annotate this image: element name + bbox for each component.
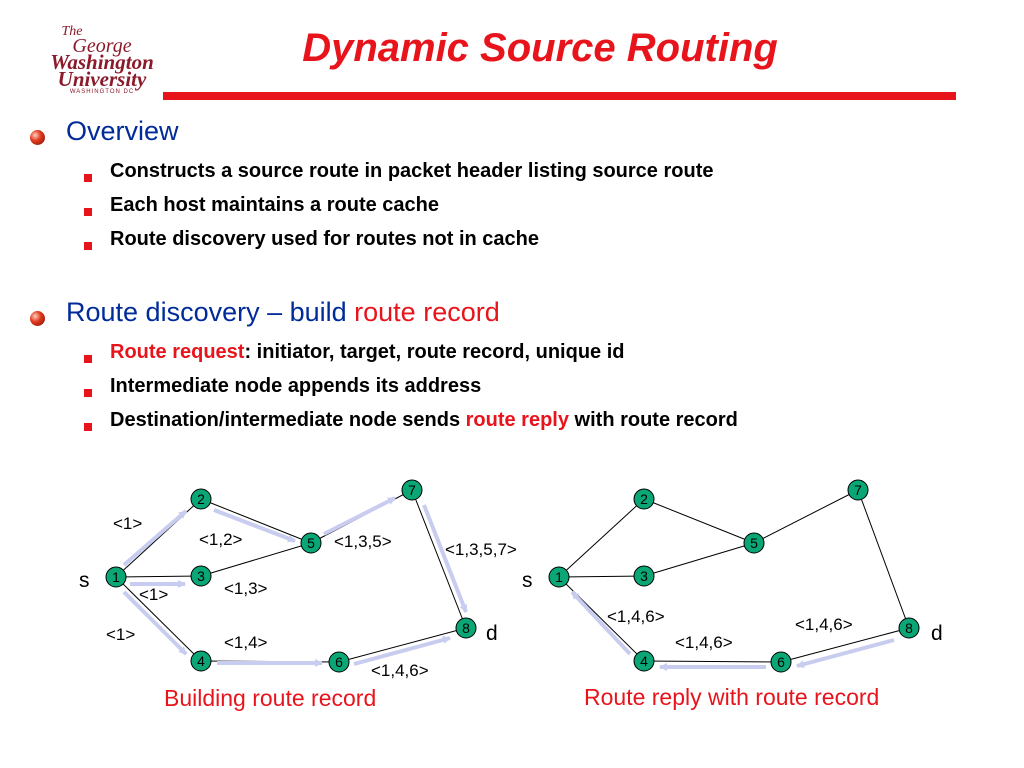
node-r6: 6 [770,651,792,673]
edge-label: <1,3> [224,579,268,598]
overview-item-1: Constructs a source route in packet head… [110,160,714,182]
discovery-heading-part1: Route discovery – build [66,297,355,327]
discovery-item-1: Route request: initiator, target, route … [110,341,625,364]
edge-label: <1,3,5> [334,532,392,551]
node-l7: 7 [401,479,423,501]
edge-label: <1> [139,585,168,604]
logo-line-3: Washington [50,50,154,74]
edge-label: <1> [113,514,142,533]
discovery-item-3-part2: with route record [568,409,738,431]
node-l4: 4 [190,650,212,672]
svg-text:6: 6 [777,654,785,670]
svg-text:5: 5 [750,535,758,551]
edge-label: <1> [106,625,135,644]
edge-label: <1,3,5,7> [445,540,517,559]
svg-text:7: 7 [854,482,862,498]
right-reply-arrows [570,590,895,671]
overview-heading: Overview [66,116,179,146]
svg-text:5: 5 [307,535,315,551]
bullet-icon [30,130,45,145]
node-l8: 8 [455,617,477,639]
svg-text:8: 8 [905,620,913,636]
right-dest-label: d [931,622,943,645]
overview-item-2: Each host maintains a route cache [110,194,439,216]
node-l2: 2 [190,488,212,510]
node-r1: 1 [548,566,570,588]
svg-text:7: 7 [408,482,416,498]
slide-title: Dynamic Source Routing [302,26,778,70]
bullet-icon [30,311,45,326]
left-diagram: 1 2 3 4 5 6 7 8 s d <1> <1,2> <1,3,5> <1… [79,479,517,711]
node-r5: 5 [743,532,765,554]
svg-text:4: 4 [640,653,648,669]
node-r3: 3 [633,565,655,587]
edge-label: <1,4,6> [675,633,733,652]
right-diagram: 1 2 3 4 5 6 7 8 s d <1,4,6> <1,4,6> <1,4… [522,479,943,710]
logo-line-5: WASHINGTON DC [69,89,135,95]
route-request-term: Route request [110,341,245,363]
discovery-heading-part2: route record [354,297,500,327]
square-bullet-icon [84,174,92,182]
node-l5: 5 [300,532,322,554]
discovery-item-2: Intermediate node appends its address [110,375,482,397]
node-r2: 2 [633,488,655,510]
svg-text:1: 1 [555,569,563,585]
discovery-heading: Route discovery – build route record [66,297,500,328]
svg-text:4: 4 [197,653,205,669]
svg-text:6: 6 [335,654,343,670]
node-l6: 6 [328,651,350,673]
square-bullet-icon [84,208,92,216]
node-r4: 4 [633,650,655,672]
edge-label: <1,4,6> [607,607,665,626]
logo-line-2: George [72,35,132,57]
edge-label: <1,4,6> [371,661,429,680]
svg-text:1: 1 [112,569,120,585]
left-dest-label: d [486,622,498,645]
square-bullet-icon [84,242,92,250]
discovery-item-1-rest: : initiator, target, route record, uniqu… [244,341,625,363]
node-r7: 7 [847,479,869,501]
square-bullet-icon [84,389,92,397]
node-l1: 1 [105,566,127,588]
edge-label: <1,4> [224,633,268,652]
svg-text:2: 2 [640,491,648,507]
svg-text:2: 2 [197,491,205,507]
logo-line-1: The [61,24,83,39]
logo-line-4: University [57,67,147,91]
left-request-arrows [122,496,468,667]
svg-text:3: 3 [640,568,648,584]
node-r8: 8 [898,617,920,639]
node-l3: 3 [190,565,212,587]
route-reply-term: route reply [465,409,569,431]
svg-text:8: 8 [462,620,470,636]
square-bullet-icon [84,423,92,431]
title-underline [163,92,956,100]
university-logo: The George Washington University WASHING… [40,25,164,98]
discovery-item-3-part1: Destination/intermediate node sends [110,409,466,431]
left-caption: Building route record [164,685,376,711]
square-bullet-icon [84,355,92,363]
left-source-label: s [79,569,90,592]
right-caption: Route reply with route record [584,684,879,710]
edge-label: <1,4,6> [795,615,853,634]
discovery-item-3: Destination/intermediate node sends rout… [110,409,738,432]
right-source-label: s [522,569,533,592]
overview-item-3: Route discovery used for routes not in c… [110,228,539,250]
svg-text:3: 3 [197,568,205,584]
edge-label: <1,2> [199,530,243,549]
